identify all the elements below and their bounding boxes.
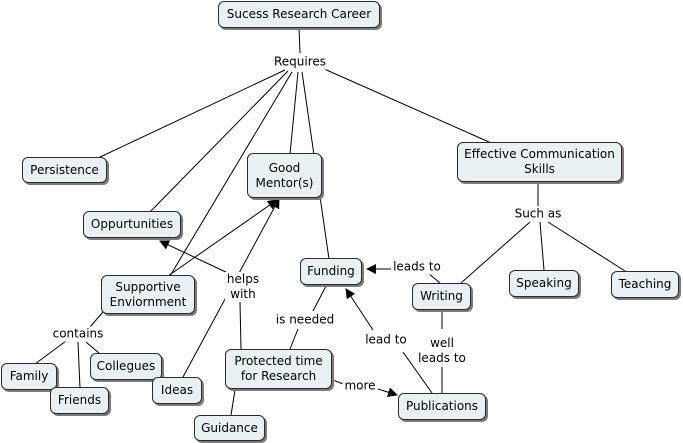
edge-suchas-speaking xyxy=(539,221,545,271)
link-more: more xyxy=(342,378,378,394)
edge-leadto-funding xyxy=(345,288,374,331)
node-opportunities[interactable]: Oppurtunities xyxy=(83,211,181,238)
link-leads-to: leads to xyxy=(391,259,443,275)
edge-root-requires xyxy=(298,26,301,54)
edge-supportive-mentor xyxy=(167,199,278,277)
edge-requires-mentor xyxy=(289,71,299,155)
node-speaking[interactable]: Speaking xyxy=(509,270,579,297)
node-writing[interactable]: Writing xyxy=(412,283,471,310)
link-contains: contains xyxy=(50,326,106,342)
edge-supportive-contains xyxy=(89,311,104,328)
link-helps-with: helps with xyxy=(224,272,262,302)
edge-suchas-teaching xyxy=(547,221,626,272)
node-family[interactable]: Family xyxy=(1,363,57,390)
node-supportive-environment[interactable]: Supportive Enviornment xyxy=(101,275,195,314)
edge-writing-leadsto xyxy=(427,272,441,284)
edge-helpswith-protected xyxy=(239,301,242,350)
node-effective-communication[interactable]: Effective Communication Skills xyxy=(457,142,622,182)
link-lead-to: lead to xyxy=(363,332,409,348)
edge-requires-comm xyxy=(321,67,490,143)
edge-funding-isneeded xyxy=(312,285,327,312)
node-publications[interactable]: Publications xyxy=(398,393,486,420)
edge-suchas-writing xyxy=(460,221,531,284)
link-well-leads-to: well leads to xyxy=(416,336,468,366)
edge-requires-persistence xyxy=(97,69,286,159)
edge-protected-guidance xyxy=(230,389,236,416)
node-ideas[interactable]: Ideas xyxy=(152,377,202,404)
node-teaching[interactable]: Teaching xyxy=(611,271,679,298)
node-persistence[interactable]: Persistence xyxy=(22,157,107,183)
edge-requires-supportive xyxy=(169,71,293,277)
edge-contains-collegues xyxy=(85,341,101,355)
node-collegues[interactable]: Collegues xyxy=(90,353,162,380)
edge-requires-opportunities xyxy=(149,70,289,213)
node-root[interactable]: Sucess Research Career xyxy=(218,1,380,28)
edge-contains-friends xyxy=(77,341,81,389)
node-protected-time[interactable]: Protected time for Research xyxy=(225,349,332,389)
edge-isneeded-protected xyxy=(289,328,299,350)
node-friends[interactable]: Friends xyxy=(50,387,109,414)
edge-more-publications xyxy=(377,387,398,398)
node-good-mentor[interactable]: Good Mentor(s) xyxy=(247,153,322,198)
node-guidance[interactable]: Guidance xyxy=(194,415,265,441)
link-such-as: Such as xyxy=(512,206,564,222)
edge-publications-leadto xyxy=(402,351,433,394)
link-requires: Requires xyxy=(271,54,329,70)
node-funding[interactable]: Funding xyxy=(300,258,362,285)
link-is-needed: is needed xyxy=(273,312,337,328)
edge-contains-family xyxy=(34,340,67,365)
edge-protected-more xyxy=(332,379,344,385)
